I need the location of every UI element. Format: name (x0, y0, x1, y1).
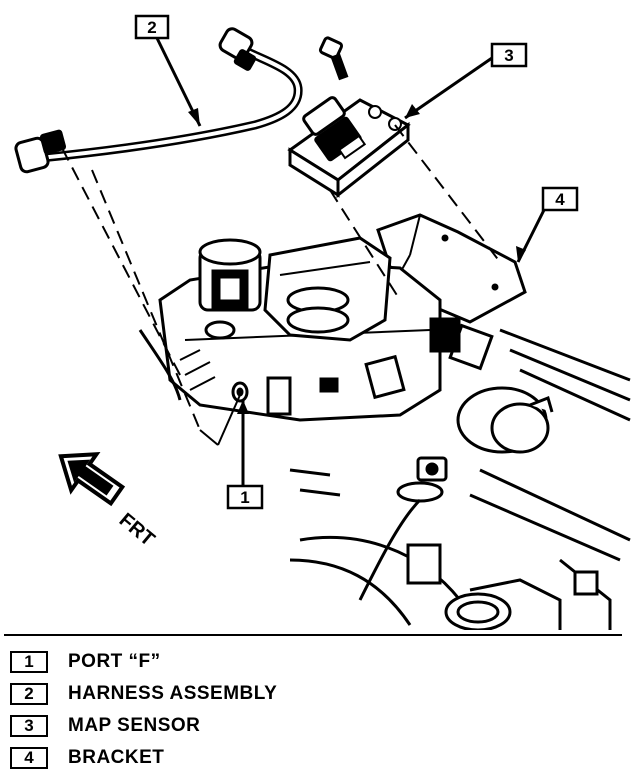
legend-text: MAP SENSOR (68, 715, 201, 736)
svg-text:4: 4 (555, 190, 565, 209)
legend-item: 1 PORT “F” (10, 648, 161, 676)
legend: 1 PORT “F” 2 HARNESS ASSEMBLY 3 MAP SENS… (0, 634, 640, 780)
map-sensor (287, 96, 411, 199)
callout-4: 4 (541, 186, 579, 212)
legend-text: BRACKET (68, 747, 165, 768)
throttle-body-assembly (158, 236, 494, 422)
svg-text:2: 2 (147, 18, 156, 37)
front-label: FRT (115, 509, 159, 551)
legend-item: 4 BRACKET (10, 744, 164, 772)
legend-item: 3 MAP SENSOR (10, 712, 200, 740)
front-arrow-icon (58, 452, 126, 507)
legend-item: 2 HARNESS ASSEMBLY (10, 680, 277, 708)
legend-divider (4, 634, 622, 636)
hose-fitting-left (14, 129, 67, 174)
intake-manifold (138, 328, 631, 630)
installation-paths (61, 124, 501, 431)
harness-assembly (14, 27, 303, 174)
callout-3: 3 (490, 42, 528, 68)
map-sensor-bolt (318, 36, 349, 81)
legend-number: 3 (10, 715, 48, 737)
callout-2: 2 (134, 14, 170, 40)
svg-text:1: 1 (240, 488, 249, 507)
legend-text: PORT “F” (68, 651, 161, 672)
callout-1: 1 (226, 484, 264, 510)
front-direction-indicator: FRT (58, 452, 159, 551)
legend-number: 2 (10, 683, 48, 705)
port-f (231, 381, 249, 403)
hose-fitting-right (218, 27, 257, 71)
legend-number: 1 (10, 651, 48, 673)
legend-text: HARNESS ASSEMBLY (68, 683, 278, 704)
exploded-view-diagram: 2 3 4 1 FRT (14, 14, 631, 630)
valve-assembly (416, 386, 554, 482)
legend-number: 4 (10, 747, 48, 769)
svg-text:3: 3 (504, 46, 513, 65)
